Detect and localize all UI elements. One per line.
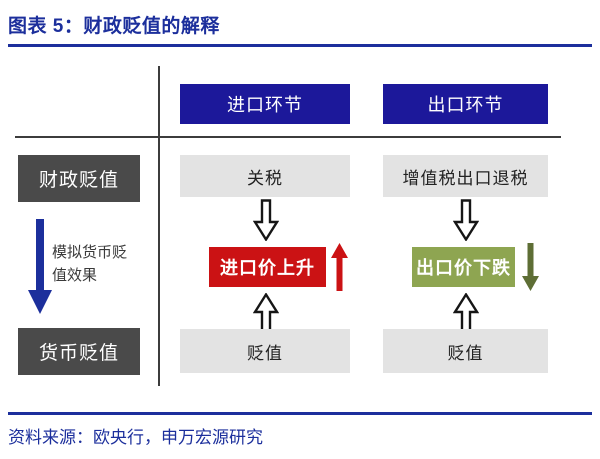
import-cause-box: 关税 <box>180 155 350 197</box>
simulation-note: 模拟货币贬值效果 <box>52 244 128 284</box>
diagram-horizontal-line <box>15 136 561 138</box>
export-base-box: 贬值 <box>383 329 548 373</box>
blue-down-arrow-icon <box>27 219 53 320</box>
export-result-box: 出口价下跌 <box>412 247 515 287</box>
row-label-fiscal-devaluation: 财政贬值 <box>18 155 140 202</box>
diagram-vertical-line <box>158 66 160 386</box>
row-label-currency-devaluation: 货币贬值 <box>18 328 140 375</box>
figure-title: 图表 5：财政贬值的解释 <box>8 16 220 37</box>
column-header-export: 出口环节 <box>383 84 548 124</box>
column-header-import: 进口环节 <box>180 84 350 124</box>
title-divider <box>8 44 592 47</box>
import-base-box: 贬值 <box>180 329 350 373</box>
import-result-box: 进口价上升 <box>209 247 326 287</box>
hollow-down-arrow-icon <box>252 199 280 246</box>
hollow-down-arrow-icon <box>452 199 480 246</box>
source-note: 资料来源：欧央行，申万宏源研究 <box>8 428 263 447</box>
olive-down-arrow-icon <box>522 243 539 296</box>
footer-divider <box>8 412 592 415</box>
red-up-arrow-icon <box>331 243 348 296</box>
export-cause-box: 增值税出口退税 <box>383 155 548 197</box>
